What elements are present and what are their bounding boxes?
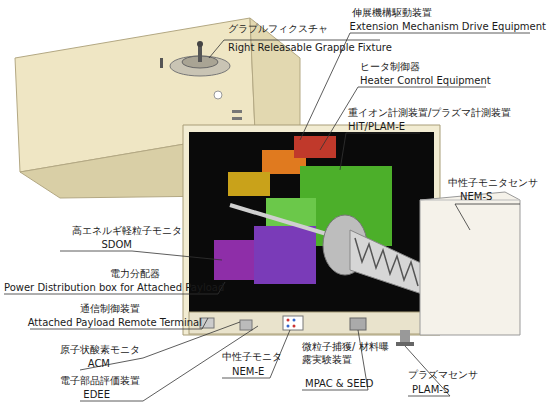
payload-housing [350,318,366,330]
part-label: 電子部品評価装置 [60,374,140,387]
cover-lid [232,117,242,120]
part-label: 重イオン計測装置/プラズマ計測装置 [348,106,511,119]
grapple-fixture [197,41,203,47]
part-label: Power Distribution box for Attached Payl… [4,281,224,294]
payload-housing [240,320,252,330]
part-label: プラズマセンサ [408,368,478,381]
extension-arm [230,205,425,295]
payload-housing [287,319,290,322]
plasma-sensor [396,342,414,346]
part-label: グラプルフィクスチャ [228,22,328,35]
extension-arm [355,238,418,286]
part-label: ヒータ制御器 [360,60,420,73]
part-label: Heater Control Equipment [360,74,491,87]
cover-lid [214,91,222,99]
instrument-blocks [254,226,316,284]
part-label: PLAM-S [412,383,449,396]
part-label: Attached Payload Remote Terminal [28,316,202,329]
part-label: 中性子モニタ [222,350,282,363]
part-label: 中性子モニタセンサ [448,176,538,189]
part-label: 高エネルギ軽粒子モニタ [72,224,182,237]
leader-line [4,33,530,401]
leader-line [80,326,258,401]
part-label: ACM [88,357,110,370]
payload-housing [293,319,296,322]
part-label: 通信制御装置 [80,302,140,315]
leader-line [455,204,520,230]
payload-housing [189,132,434,312]
leader-line [340,133,420,170]
part-label: EDEE [83,388,110,401]
leader-line [4,282,225,294]
payload-housing [183,125,440,335]
plasma-sensor [396,330,414,346]
part-label: NEM-S [460,190,492,203]
part-label: HIT/PLAM-E [348,120,405,133]
grapple-fixture [160,58,163,68]
plasma-sensor [400,330,410,344]
part-label: 原子状酸素モニタ [60,343,140,356]
part-label: NEM-E [232,365,264,378]
payload-housing [293,325,296,328]
part-label: SDOM [101,238,132,251]
payload-housing [287,325,290,328]
part-label: 電力分配器 [110,267,160,280]
payload-housing [189,312,434,334]
part-label: 伸展機構駆動装置 [352,6,432,19]
extension-arm [350,230,425,295]
leader-line [60,251,222,260]
payload-housing [283,316,303,330]
grapple-fixture [160,41,230,76]
part-label: MPAC & SEED [305,377,374,390]
extension-arm [230,205,330,235]
part-label: Right Releasable Grapple Fixture [228,41,392,54]
instrument-blocks [228,172,270,196]
neutron-sensor-box [420,192,520,335]
leader-line [222,330,290,378]
part-label: Extension Mechanism Drive Equipment [350,20,546,33]
cover-lid [232,110,242,113]
neutron-sensor-box [420,192,520,335]
part-label: 微粒子捕獲/ 材料曝露実験装置 [302,340,390,366]
payload-housing [183,125,440,335]
